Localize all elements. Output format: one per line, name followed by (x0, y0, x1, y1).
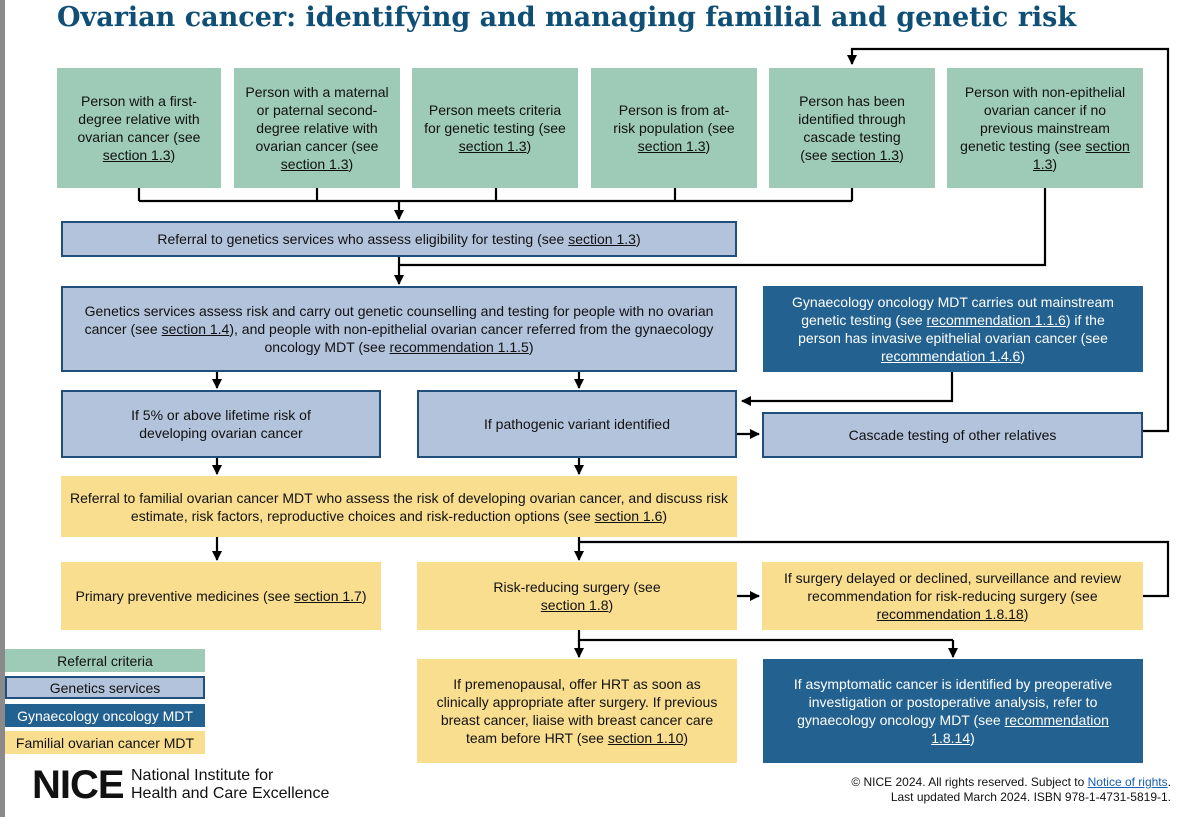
primary-preventive-box: Primary preventive medicines (see sectio… (61, 562, 381, 630)
arrow-mdt-to-pathogenic (741, 372, 954, 406)
link-section-1-3[interactable]: section 1.3 (102, 147, 171, 163)
link-section-1-3[interactable]: section 1.3 (568, 231, 636, 247)
link-section-1-6[interactable]: section 1.6 (594, 507, 663, 524)
entry-at-risk-population: Person is from at-risk population (see s… (591, 68, 757, 188)
organisation-name: National Institute for Health and Care E… (131, 767, 329, 803)
connector-surveillance-loop (579, 540, 1170, 598)
link-section-1-8[interactable]: section 1.8 (540, 597, 609, 613)
link-section-1-4[interactable]: section 1.4 (161, 321, 230, 337)
risk-5-percent-box: If 5% or above lifetime risk of developi… (61, 390, 381, 458)
legend-referral-criteria: Referral criteria (5, 649, 205, 672)
connector-surgery-down (577, 630, 953, 642)
entry-non-epithelial: Person with non-epithelial ovarian cance… (947, 68, 1143, 188)
footer: © NICE 2024. All rights reserved. Subjec… (851, 775, 1171, 805)
asymptomatic-cancer-box: If asymptomatic cancer is identified by … (763, 659, 1143, 763)
page-title: Ovarian cancer: identifying and managing… (57, 2, 1077, 33)
nice-logo: NICE (32, 763, 125, 807)
entry-cascade-testing: Person has been identified through casca… (769, 68, 935, 188)
link-recommendation-1-4-6[interactable]: recommendation 1.4.6 (881, 348, 1021, 364)
copyright-line: © NICE 2024. All rights reserved. Subjec… (851, 775, 1171, 789)
familial-mdt-referral-box: Referral to familial ovarian cancer MDT … (61, 476, 737, 537)
arrow-cascade-loop (847, 47, 1170, 433)
link-recommendation-1-1-6[interactable]: recommendation 1.1.6 (926, 312, 1066, 328)
entry-second-degree-relative: Person with a maternal or paternal secon… (234, 68, 400, 188)
entry-first-degree-relative: Person with a first-degree relative with… (57, 68, 221, 188)
cascade-testing-box: Cascade testing of other relatives (762, 412, 1143, 458)
link-section-1-3[interactable]: section 1.3 (637, 138, 706, 154)
surveillance-box: If surgery delayed or declined, surveill… (762, 562, 1143, 630)
premenopausal-hrt-box: If premenopausal, offer HRT as soon as c… (417, 659, 737, 763)
genetics-assess-box: Genetics services assess risk and carry … (61, 286, 737, 372)
link-section-1-3[interactable]: section 1.3 (831, 147, 900, 163)
link-section-1-3[interactable]: section 1.3 (458, 138, 527, 154)
legend-familial-ovarian-mdt: Familial ovarian cancer MDT (5, 731, 205, 754)
risk-reducing-surgery-box: Risk-reducing surgery (see section 1.8) (417, 562, 737, 630)
link-section-1-7[interactable]: section 1.7 (294, 588, 362, 604)
link-recommendation-1-1-5[interactable]: recommendation 1.1.5 (389, 339, 529, 355)
org-line-2: Health and Care Excellence (131, 785, 330, 802)
link-recommendation-1-8-14[interactable]: recommendation 1.8.14 (931, 712, 1109, 746)
notice-of-rights-link[interactable]: Notice of rights (1087, 775, 1168, 789)
entry-meets-criteria: Person meets criteria for genetic testin… (412, 68, 578, 188)
pathogenic-variant-box: If pathogenic variant identified (417, 390, 737, 458)
link-section-1-3[interactable]: section 1.3 (1032, 138, 1130, 172)
connector-entry-6 (399, 188, 1047, 267)
legend-genetics-services: Genetics services (5, 676, 205, 699)
link-recommendation-1-8-18[interactable]: recommendation 1.8.18 (876, 606, 1024, 622)
mdt-mainstream-testing-box: Gynaecology oncology MDT carries out mai… (763, 286, 1143, 372)
link-section-1-10[interactable]: section 1.10 (607, 730, 684, 746)
last-updated-line: Last updated March 2024. ISBN 978-1-4731… (890, 790, 1171, 804)
link-section-1-3[interactable]: section 1.3 (280, 156, 349, 172)
left-edge-bar (0, 0, 5, 817)
referral-to-genetics-box: Referral to genetics services who assess… (61, 221, 737, 257)
legend-gynae-oncology-mdt: Gynaecology oncology MDT (5, 704, 205, 727)
org-line-1: National Institute for (131, 767, 274, 784)
